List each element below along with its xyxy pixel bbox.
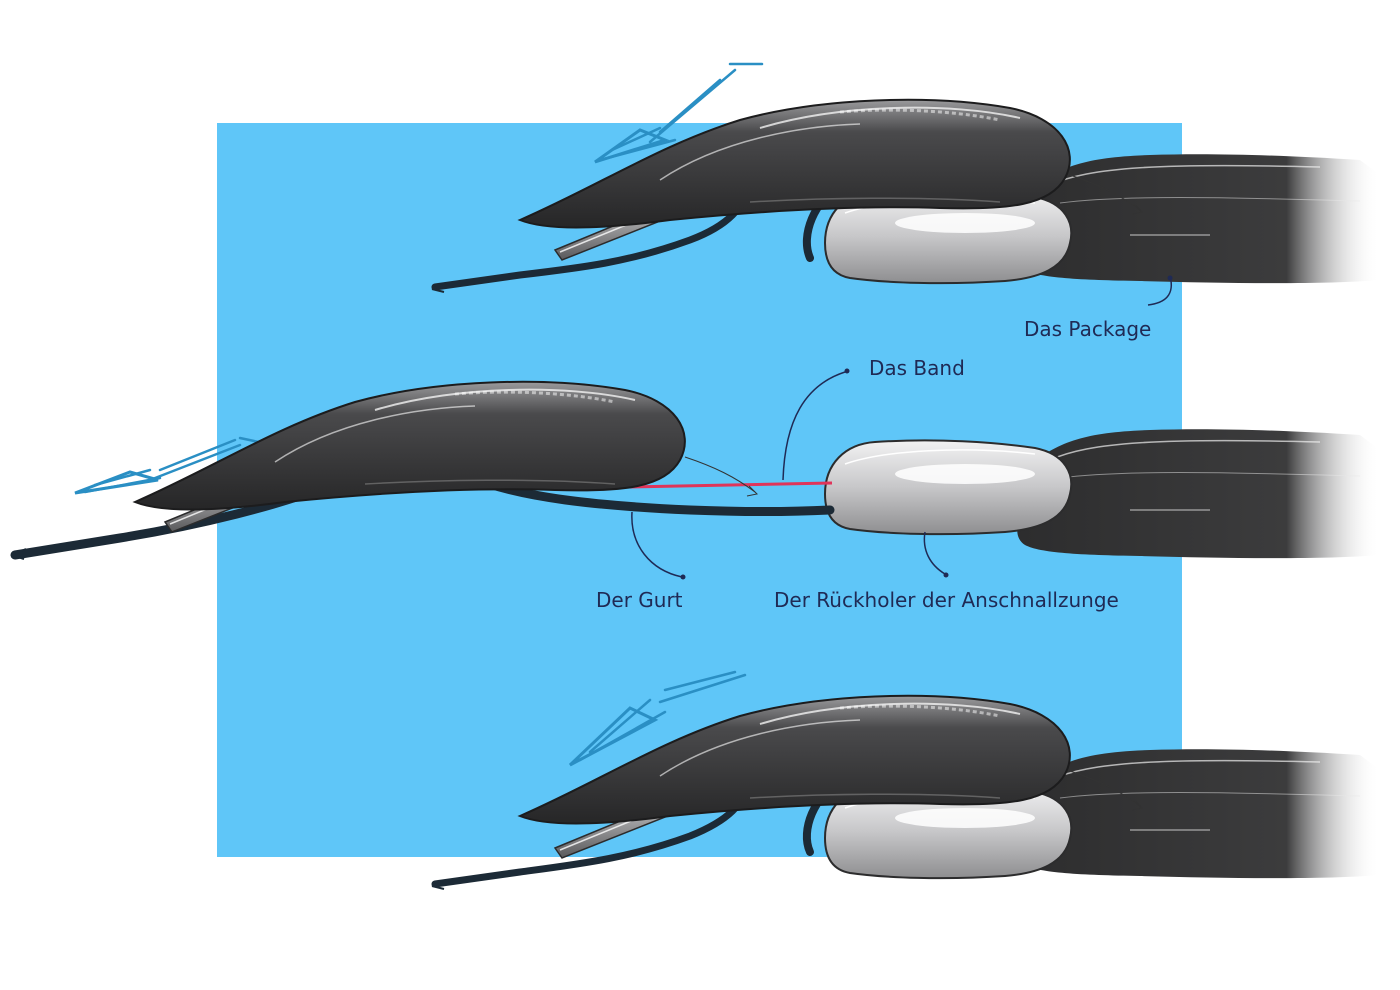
motion-arrow-sketch xyxy=(568,670,747,767)
assembly-middle xyxy=(10,368,1381,580)
band-leader-line xyxy=(782,371,846,481)
label-der-rueckholer: Der Rückholer der Anschnallzunge xyxy=(774,588,1119,612)
tongue-retractor xyxy=(824,439,1073,536)
assembly-bottom xyxy=(431,670,1381,890)
label-das-package: Das Package xyxy=(1024,317,1152,341)
belt-strap xyxy=(465,472,835,516)
motion-arrow-sketch xyxy=(594,62,764,164)
label-das-band: Das Band xyxy=(869,356,965,380)
gurt-leader-line xyxy=(631,511,683,578)
label-der-gurt: Der Gurt xyxy=(596,588,683,612)
red-band xyxy=(629,481,833,489)
rueckholer-leader-line xyxy=(923,531,946,575)
package-leader-line xyxy=(1147,275,1172,306)
assembly-top xyxy=(431,62,1381,306)
